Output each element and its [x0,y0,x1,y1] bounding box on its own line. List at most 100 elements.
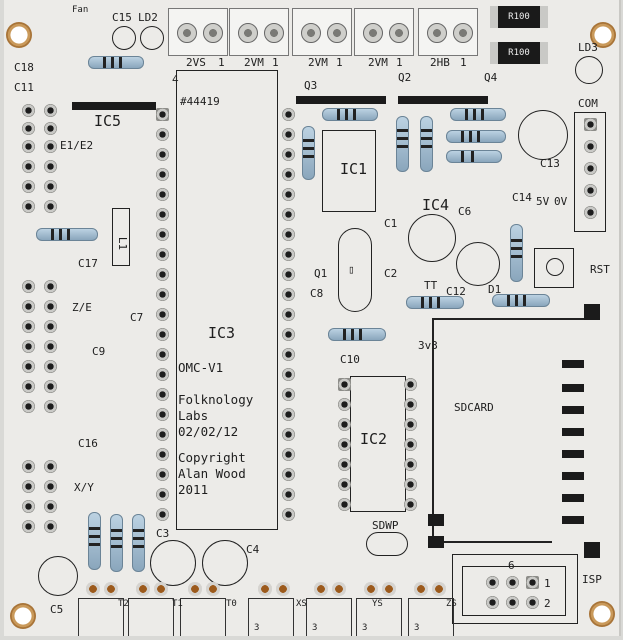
label-omc: OMC-V1 [178,360,224,375]
label-q3: Q3 [304,79,318,92]
pin [432,582,446,596]
connector-t1 [128,598,174,636]
terminal-block-1 [168,8,228,56]
pad [156,128,169,141]
pad [156,508,169,521]
pad [156,468,169,481]
pad [282,448,295,461]
pad [44,500,57,513]
label-t0: T0 [226,599,237,609]
label-c14: C14 [512,191,532,204]
pad [282,128,295,141]
rst-button [534,248,574,288]
isp-connector [452,554,578,624]
pad [282,408,295,421]
pad [44,520,57,533]
label-year: 2011 [178,482,209,497]
label-folknology: Folknology [178,392,254,407]
label-isp: ISP [582,573,602,586]
label-c16: C16 [78,437,98,450]
label-c17: C17 [78,257,98,270]
c12-outline [456,242,500,286]
c3-outline [150,540,196,586]
label-rst: RST [590,263,610,276]
pad [584,140,597,153]
pad [22,180,35,193]
sdcard-outline-bottom [432,541,552,543]
label-c7: C7 [130,311,144,324]
pad [282,208,295,221]
sd-pad [562,472,584,480]
sdcard-outline-top [432,318,588,320]
label-tt: TT [424,279,438,292]
pad [282,108,295,121]
pad [338,378,351,391]
pin [364,582,378,596]
rst-button-circle [546,258,564,276]
sd-pad [562,428,584,436]
pin [414,582,428,596]
pad [22,104,35,117]
sdcard-outline-left [432,318,434,542]
pin [104,582,118,596]
terminal-block-3 [292,8,352,56]
crystal-outline [338,228,372,312]
pad [156,208,169,221]
pad [44,380,57,393]
label-part-no: #44419 [180,95,220,108]
label-3v3: 3v3 [418,339,438,352]
label-q1: Q1 [314,267,328,280]
pad [282,188,295,201]
label-e1e2: E1/E2 [60,139,94,152]
com-connector [574,112,606,232]
sd-pad-big [584,304,600,320]
pad [282,248,295,261]
resistor-ic1-right-2 [420,116,433,172]
pad [156,168,169,181]
pad [404,418,417,431]
pad [22,160,35,173]
label-c2: C2 [384,267,398,280]
pad [156,108,169,121]
pad [338,418,351,431]
pad [44,460,57,473]
pad [44,160,57,173]
pad [156,368,169,381]
pad [404,438,417,451]
pad [44,180,57,193]
label-term-2: 2VM [244,56,264,69]
pad [584,118,597,131]
pad [22,200,35,213]
pad [22,480,35,493]
pad [486,596,499,609]
pad [282,368,295,381]
mounting-hole-br [589,601,615,627]
pin [382,582,396,596]
pin [206,582,220,596]
q2-bar [398,96,488,104]
label-xs: XS [296,599,307,609]
pin [154,582,168,596]
pad [486,576,499,589]
c13-outline [518,110,568,160]
pad [156,428,169,441]
label-ys: YS [372,599,383,609]
ic1-outline [322,130,376,212]
pad [156,328,169,341]
label-q4: Q4 [484,71,498,84]
pad [22,380,35,393]
resistor-bottom-2 [110,514,123,572]
pad [22,520,35,533]
pad [156,408,169,421]
pad [22,122,35,135]
pad [156,488,169,501]
mounting-hole-tl [6,22,32,48]
pad [282,328,295,341]
pad [584,206,597,219]
connector-t0 [180,598,226,636]
pad [44,320,57,333]
pad [282,288,295,301]
label-date: 02/02/12 [178,424,239,439]
label-0v: 0V [554,195,568,208]
resistor-q3-top [322,108,378,121]
